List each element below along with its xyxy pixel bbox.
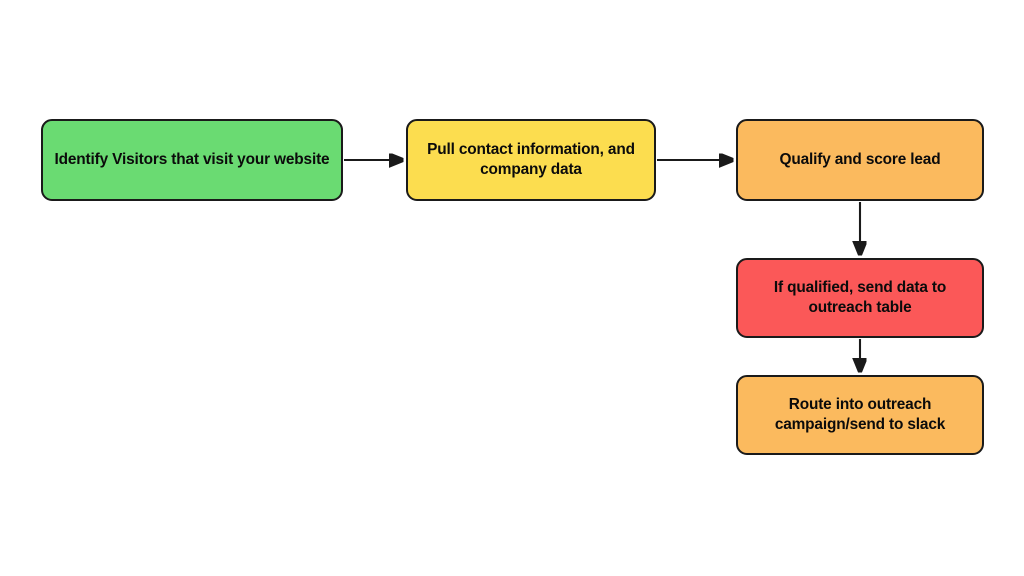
node-if-qualified-label: If qualified, send data to outreach tabl…	[773, 278, 947, 316]
node-pull-contact-label: Pull contact information, and company da…	[427, 140, 635, 178]
node-route-outreach-label: Route into outreach campaign/send to sla…	[774, 395, 946, 433]
node-qualify-score[interactable]: Qualify and score lead	[736, 119, 984, 201]
node-identify-visitors[interactable]: Identify Visitors that visit your websit…	[41, 119, 343, 201]
node-route-outreach[interactable]: Route into outreach campaign/send to sla…	[736, 375, 984, 455]
node-identify-visitors-label: Identify Visitors that visit your websit…	[54, 150, 330, 168]
node-if-qualified[interactable]: If qualified, send data to outreach tabl…	[736, 258, 984, 338]
node-qualify-score-label: Qualify and score lead	[779, 150, 941, 168]
node-pull-contact[interactable]: Pull contact information, and company da…	[406, 119, 656, 201]
